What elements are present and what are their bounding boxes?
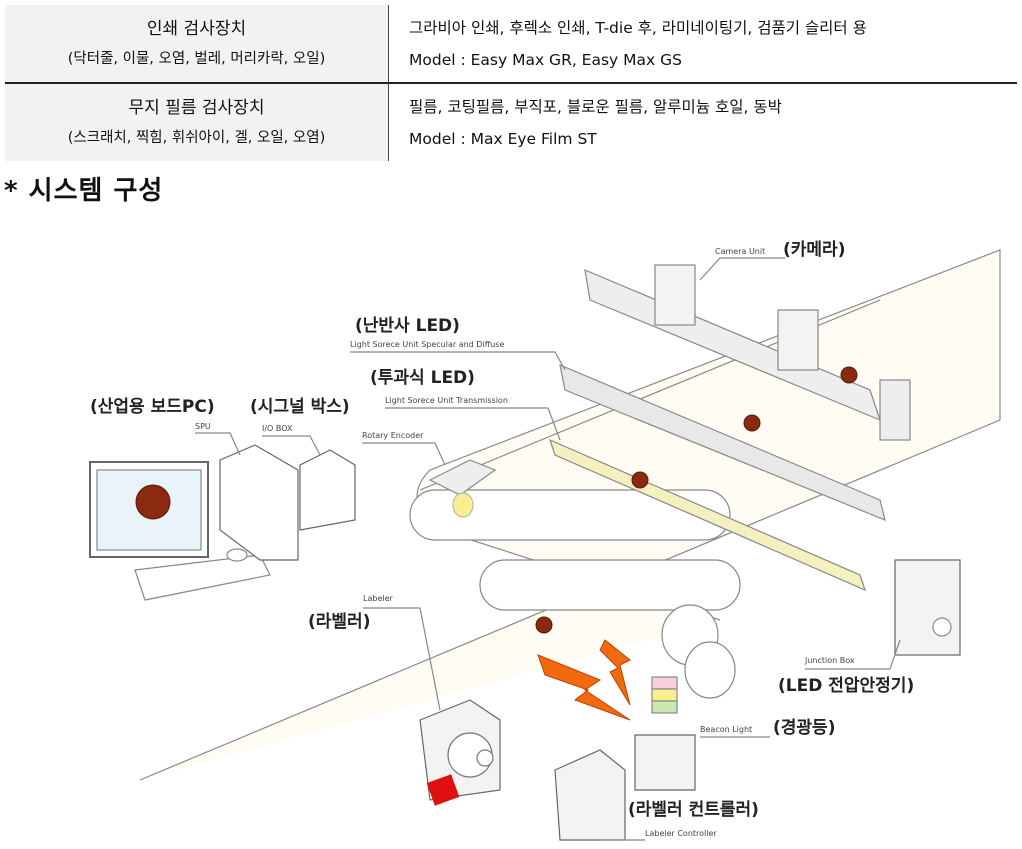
roller-end bbox=[684, 641, 736, 699]
beacon-red bbox=[651, 676, 678, 690]
product-name-cell: 인쇄 검사장치 (닥터줄, 이물, 오염, 벌레, 머리카락, 오일) bbox=[5, 5, 389, 84]
product-applications: 필름, 코팅필름, 부직포, 블로운 필름, 알루미늄 호일, 동박 bbox=[409, 97, 782, 116]
junction-port bbox=[932, 617, 952, 637]
rail-bracket bbox=[879, 379, 911, 441]
defect-dot bbox=[535, 616, 553, 634]
led-trans-en-label: Light Sorece Unit Transmission bbox=[385, 396, 508, 405]
encoder-label: Rotary Encoder bbox=[362, 431, 424, 440]
lightning-icon bbox=[537, 639, 631, 721]
roller bbox=[479, 559, 741, 611]
label-tag bbox=[426, 774, 460, 806]
defect-dot bbox=[743, 414, 761, 432]
product-name-cell: 무지 필름 검사장치 (스크래치, 찍힘, 휘쉬아이, 겔, 오일, 오염) bbox=[5, 83, 389, 161]
defect-dots bbox=[135, 366, 858, 634]
camera-unit bbox=[654, 264, 696, 326]
product-name: 인쇄 검사장치 bbox=[146, 18, 247, 39]
product-model: Model : Max Eye Film ST bbox=[409, 129, 597, 148]
controller-ko-label: (라벨러 컨트롤러) bbox=[628, 800, 759, 820]
product-model: Model : Easy Max GR, Easy Max GS bbox=[409, 50, 682, 69]
defect-dot bbox=[840, 366, 858, 384]
controller-en-label: Labeler Controller bbox=[645, 829, 717, 838]
product-applications: 그라비아 인쇄, 후렉소 인쇄, T-die 후, 라미네이팅기, 검품기 슬리… bbox=[409, 18, 867, 37]
roller bbox=[409, 489, 731, 541]
labeler-ko-label: (라벨러) bbox=[308, 612, 371, 632]
table-row: 인쇄 검사장치 (닥터줄, 이물, 오염, 벌레, 머리카락, 오일) 그라비아… bbox=[5, 5, 1017, 84]
camera-unit bbox=[777, 309, 819, 371]
camera-en-label: Camera Unit bbox=[715, 247, 766, 256]
product-defects: (닥터줄, 이물, 오염, 벌레, 머리카락, 오일) bbox=[67, 50, 326, 67]
keyboard bbox=[134, 554, 271, 601]
junction-box bbox=[894, 559, 961, 656]
product-detail-cell: 그라비아 인쇄, 후렉소 인쇄, T-die 후, 라미네이팅기, 검품기 슬리… bbox=[388, 5, 1017, 84]
io-box bbox=[299, 449, 356, 531]
product-table: 인쇄 검사장치 (닥터줄, 이물, 오염, 벌레, 머리카락, 오일) 그라비아… bbox=[5, 5, 1017, 161]
junction-en-label: Junction Box bbox=[805, 656, 855, 665]
defect-dot bbox=[631, 471, 649, 489]
pc-ko-label: (산업용 보드PC) bbox=[90, 397, 215, 417]
system-diagram bbox=[89, 249, 1001, 841]
encoder-wheel bbox=[452, 492, 474, 518]
led-diffuse-ko-label: (난반사 LED) bbox=[355, 316, 460, 336]
beacon-ko-label: (경광등) bbox=[773, 718, 836, 738]
defect-dot bbox=[135, 484, 171, 520]
spu-tower bbox=[219, 444, 299, 561]
leader-lines bbox=[195, 257, 901, 841]
pc-en-label: SPU bbox=[195, 422, 211, 431]
beacon-green bbox=[651, 700, 678, 714]
beacon-en-label: Beacon Light bbox=[700, 725, 753, 734]
beacon-light bbox=[634, 734, 696, 791]
rotary-encoder bbox=[428, 459, 497, 496]
product-detail-cell: 필름, 코팅필름, 부직포, 블로운 필름, 알루미늄 호일, 동박 Model… bbox=[389, 83, 1018, 161]
labeler-controller bbox=[554, 749, 626, 841]
labeler-hub bbox=[476, 749, 494, 767]
junction-ko-label: (LED 전압안정기) bbox=[778, 676, 915, 696]
mouse bbox=[226, 548, 248, 562]
led-diffuse-bar bbox=[559, 364, 886, 522]
camera-ko-label: (카메라) bbox=[783, 240, 846, 260]
labeler-en-label: Labeler bbox=[363, 594, 393, 603]
led-diffuse-en-label: Light Sorece Unit Specular and Diffuse bbox=[350, 340, 505, 349]
led-transmission-bar bbox=[549, 438, 866, 592]
io-ko-label: (시그널 박스) bbox=[250, 397, 350, 417]
table-row: 무지 필름 검사장치 (스크래치, 찍힘, 휘쉬아이, 겔, 오일, 오염) 필… bbox=[5, 83, 1017, 161]
beacon-yellow bbox=[651, 688, 678, 702]
led-trans-ko-label: (투과식 LED) bbox=[370, 368, 475, 388]
product-name: 무지 필름 검사장치 bbox=[128, 97, 265, 118]
product-defects: (스크래치, 찍힘, 휘쉬아이, 겔, 오일, 오염) bbox=[67, 129, 326, 146]
io-en-label: I/O BOX bbox=[262, 424, 293, 433]
section-title: * 시스템 구성 bbox=[4, 176, 164, 206]
